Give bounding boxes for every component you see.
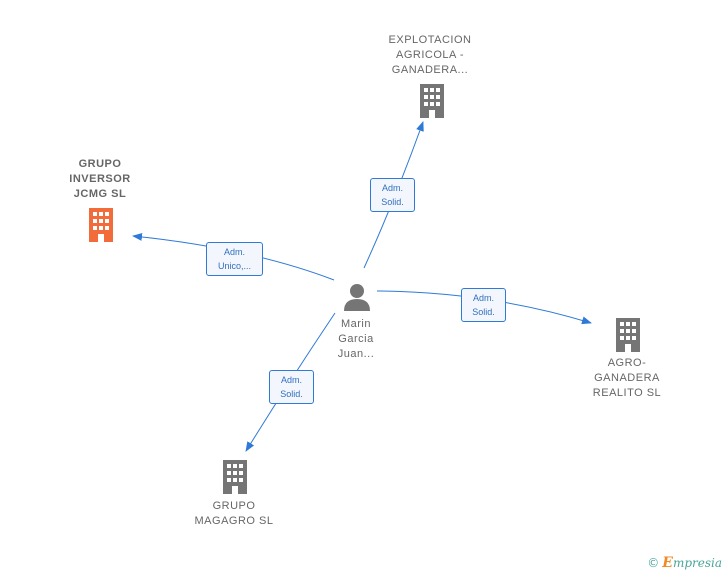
relation-badge-explotacion[interactable]: Adm. Solid. [370,178,415,212]
brand-logo-letter: E [662,555,673,571]
copyright-icon: © [647,556,660,570]
building-icon[interactable] [613,318,643,352]
company-name-agro-ganadera[interactable]: AGRO- GANADERA REALITO SL [592,357,662,399]
relation-badge-grupo-inversor[interactable]: Adm. Unico,... [206,242,263,276]
brand-watermark: ©Empresia [647,555,722,571]
person-name[interactable]: Marin Garcia Juan... [337,318,375,360]
person-icon[interactable] [342,282,372,312]
company-name-grupo-magagro[interactable]: GRUPO MAGAGRO SL [194,500,274,527]
relation-badge-grupo-magagro[interactable]: Adm. Solid. [269,370,314,404]
building-icon[interactable] [417,84,447,118]
brand-name: mpresia [672,556,722,570]
relation-badge-agro-ganadera[interactable]: Adm. Solid. [461,288,506,322]
building-icon[interactable] [86,208,116,242]
company-name-grupo-inversor[interactable]: GRUPO INVERSOR JCMG SL [69,158,131,200]
building-icon[interactable] [220,460,250,494]
company-name-explotacion[interactable]: EXPLOTACION AGRICOLA - GANADERA... [388,34,472,76]
